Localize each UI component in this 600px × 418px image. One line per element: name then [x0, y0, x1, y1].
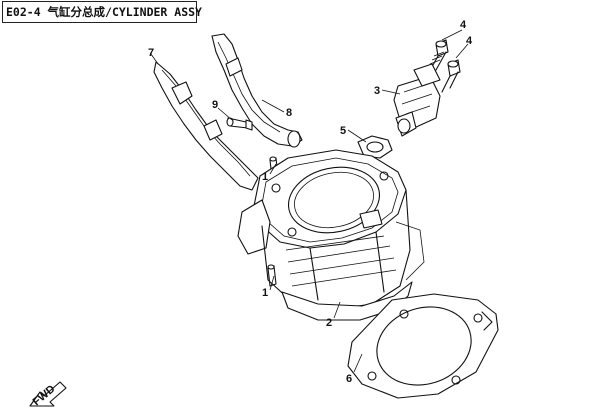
- callout-2: 2: [326, 317, 332, 329]
- part-7-chain-guide: [153, 61, 259, 191]
- part-9-bolt: [226, 117, 253, 131]
- callout-1b: 1: [262, 287, 268, 299]
- leader-lines: [150, 29, 469, 373]
- callout-1a: 1: [262, 171, 268, 183]
- diagram-title: E02-4 气缸分总成/CYLINDER ASSY: [2, 1, 202, 23]
- callout-4a: 4: [460, 19, 467, 31]
- callout-6: 6: [346, 373, 352, 385]
- part-5-tensioner-gasket: [357, 135, 393, 159]
- callout-3: 3: [374, 85, 380, 97]
- part-2-cylinder-block: [237, 149, 425, 321]
- part-4-bolt-upper: [427, 39, 449, 75]
- part-8-chain-guide: [211, 33, 303, 148]
- callout-9: 9: [212, 99, 218, 111]
- callout-7: 7: [148, 47, 154, 59]
- callout-8: 8: [286, 107, 292, 119]
- part-4-bolt-lower: [441, 59, 461, 93]
- fwd-direction-arrow: FWD: [29, 381, 67, 408]
- part-6-cylinder-base-gasket: [347, 293, 499, 399]
- callout-4b: 4: [466, 35, 473, 47]
- part-3-chain-tensioner: [393, 63, 441, 137]
- callout-5: 5: [340, 125, 346, 137]
- part-1-dowel-lower: [267, 264, 277, 287]
